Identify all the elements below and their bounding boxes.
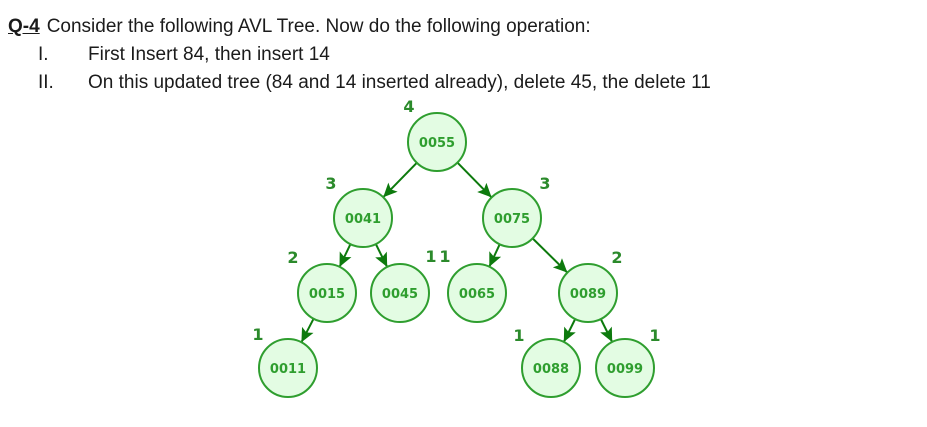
node-height-label: 1 [439,247,450,266]
node-value: 0011 [270,362,306,377]
node-value: 0041 [345,212,381,227]
node-value: 0099 [607,362,643,377]
tree-node-0075: 0075 3 [482,174,551,248]
tree-node-0088: 0088 1 [513,326,581,398]
question-number: Q-4 [8,16,40,37]
node-value: 0015 [309,287,345,302]
tree-node-0099: 0099 1 [595,326,661,398]
question-item-2: II. On this updated tree (84 and 14 inse… [8,69,711,97]
tree-node-0055: 0055 4 [403,97,467,172]
tree-node-0045: 0045 1 [370,247,437,323]
tree-node-0011: 0011 1 [252,325,318,398]
tree-edges [300,161,614,343]
node-circle [370,263,430,323]
tree-edge-0015-0011 [300,318,315,343]
node-circle [333,188,393,248]
item-text: On this updated tree (84 and 14 inserted… [88,72,711,93]
node-height-label: 4 [403,97,414,116]
item-text: First Insert 84, then insert 14 [88,44,330,65]
node-circle [482,188,542,248]
node-height-label: 2 [611,248,622,267]
node-circle [558,263,618,323]
tree-edge-0041-0045 [374,243,389,268]
question-title-line: Q-4 Consider the following AVL Tree. Now … [8,13,711,41]
tree-node-0041: 0041 3 [325,174,393,248]
node-circle [447,263,507,323]
node-circle [407,112,467,172]
tree-edge-0055-0041 [382,162,418,198]
tree-node-0089: 0089 2 [558,248,623,323]
node-height-label: 1 [425,247,436,266]
node-height-label: 3 [539,174,550,193]
question-item-1: I. First Insert 84, then insert 14 [8,41,711,69]
tree-node-0015: 0015 2 [287,248,357,323]
tree-edge-0075-0089 [531,237,569,274]
tree-edge-0075-0065 [488,243,502,268]
tree-edge-0089-0099 [599,318,614,343]
tree-nodes: 0055 4 0041 3 0075 3 0015 2 0045 1 [252,97,661,398]
node-height-label: 1 [513,326,524,345]
node-height-label: 1 [252,325,263,344]
node-height-label: 1 [649,326,660,345]
question-intro: Consider the following AVL Tree. Now do … [46,16,591,37]
node-height-label: 2 [287,248,298,267]
node-value: 0055 [419,136,455,151]
item-numeral: II. [38,72,54,93]
question-block: Q-4 Consider the following AVL Tree. Now … [8,13,711,97]
tree-edge-0055-0075 [456,161,493,199]
node-value: 0089 [570,287,606,302]
tree-edge-0041-0015 [338,243,352,268]
node-circle [521,338,581,398]
node-value: 0075 [494,212,530,227]
tree-node-0065: 0065 1 [439,247,507,323]
node-circle [595,338,655,398]
node-value: 0045 [382,287,418,302]
node-value: 0065 [459,287,495,302]
item-numeral: I. [38,44,49,65]
tree-edge-0089-0088 [562,318,577,343]
node-circle [297,263,357,323]
node-height-label: 3 [325,174,336,193]
node-circle [258,338,318,398]
node-value: 0088 [533,362,569,377]
